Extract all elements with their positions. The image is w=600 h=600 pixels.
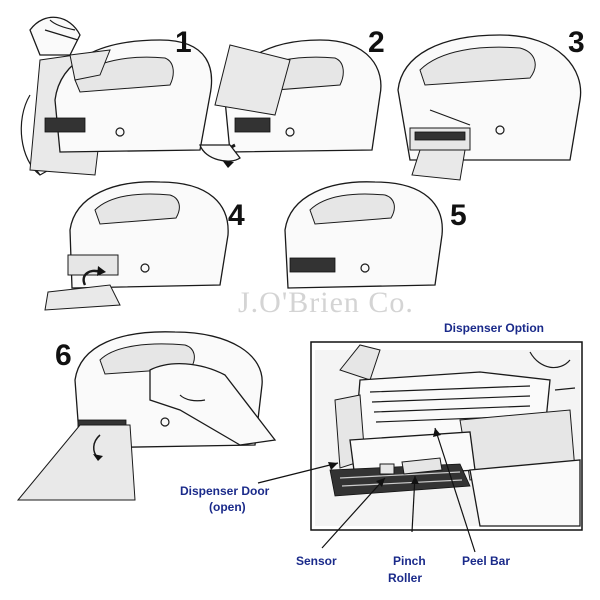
callout-pinch-roller-line2: Roller (388, 571, 422, 585)
step-5-number: 5 (450, 199, 467, 232)
arrow-icon (222, 160, 234, 168)
label-liner-paper (44, 284, 121, 311)
step-2-illustration (199, 39, 382, 168)
step-3-number: 3 (568, 26, 585, 59)
pinch-roller (401, 457, 443, 475)
dispenser-mechanism-closeup (315, 344, 581, 527)
step-1-number: 1 (175, 26, 192, 59)
watermark: J.O'Brien Co. (238, 286, 414, 319)
label-liner-paper (214, 44, 291, 116)
step-6-number: 6 (55, 339, 72, 372)
hand-icon (29, 16, 81, 56)
hand-icon (149, 363, 277, 446)
arrow-icon (97, 266, 106, 276)
step-5-illustration (284, 181, 443, 289)
callout-pointers (257, 427, 476, 553)
sensor (379, 463, 395, 475)
callout-pinch-roller-line1: Pinch (393, 554, 426, 568)
label-liner-paper (411, 149, 466, 181)
arrow-icon (93, 454, 103, 461)
step-4-illustration (44, 181, 229, 311)
step-2-number: 2 (368, 26, 385, 59)
callout-dispenser-door: Dispenser Door (180, 484, 270, 498)
detail-title: Dispenser Option (444, 321, 544, 335)
dispenser-slot (44, 117, 86, 133)
dispenser-slot (289, 257, 336, 273)
release-lever (339, 344, 381, 381)
hand-icon (199, 144, 241, 162)
step-6-illustration (16, 331, 277, 501)
step-1-illustration (20, 16, 213, 176)
callout-peel-bar: Peel Bar (462, 554, 510, 568)
callout-dispenser-door-open: (open) (209, 500, 246, 514)
label-printed (16, 424, 136, 501)
callout-sensor: Sensor (296, 554, 337, 568)
dispenser-slot (234, 117, 271, 133)
step-4-number: 4 (228, 199, 245, 232)
dispenser-door (67, 254, 119, 276)
step-3-illustration (397, 34, 582, 181)
